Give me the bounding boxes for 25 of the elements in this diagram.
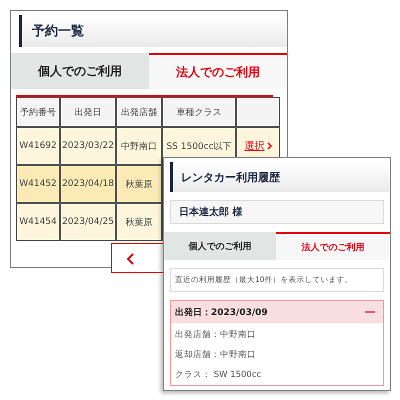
table-cell: 2023/04/25 bbox=[60, 203, 116, 241]
column-header: 予約番号 bbox=[16, 97, 60, 127]
tab: 法人でのご利用 bbox=[276, 232, 390, 260]
select-link: 選択 bbox=[244, 140, 264, 153]
tab: 法人でのご利用 bbox=[149, 53, 287, 89]
table-cell: W41692 bbox=[16, 127, 60, 165]
detail-text: 出発店舗：中野南口 bbox=[175, 328, 257, 342]
tab: 個人でのご利用 bbox=[164, 232, 276, 260]
detail-text: クラス： SW 1500cc bbox=[175, 369, 262, 382]
table-cell: W41454 bbox=[16, 203, 60, 241]
detail-text: 返却店舗：中野南口 bbox=[175, 348, 257, 362]
table-cell: W41452 bbox=[16, 165, 60, 203]
column-header: 出発日 bbox=[60, 97, 116, 127]
table-cell: 秋葉原 bbox=[116, 203, 162, 241]
page-heading: 予約一覧 bbox=[19, 15, 287, 47]
page-heading: レンタカー利用履歴 bbox=[170, 162, 390, 192]
column-header: 出発店舗 bbox=[116, 97, 162, 127]
table-cell: 2023/04/18 bbox=[60, 165, 116, 203]
card-header: 出発日：2023/03/09 bbox=[171, 301, 383, 323]
customer-name-field: 日本連太郎 様 bbox=[170, 200, 384, 224]
table-cell: 秋葉原 bbox=[116, 165, 162, 203]
tab: 個人でのご利用 bbox=[11, 53, 149, 89]
table-cell: 中野南口 bbox=[116, 127, 162, 165]
table-cell: 2023/03/22 bbox=[60, 127, 116, 165]
column-header: 車種クラス bbox=[162, 97, 236, 127]
